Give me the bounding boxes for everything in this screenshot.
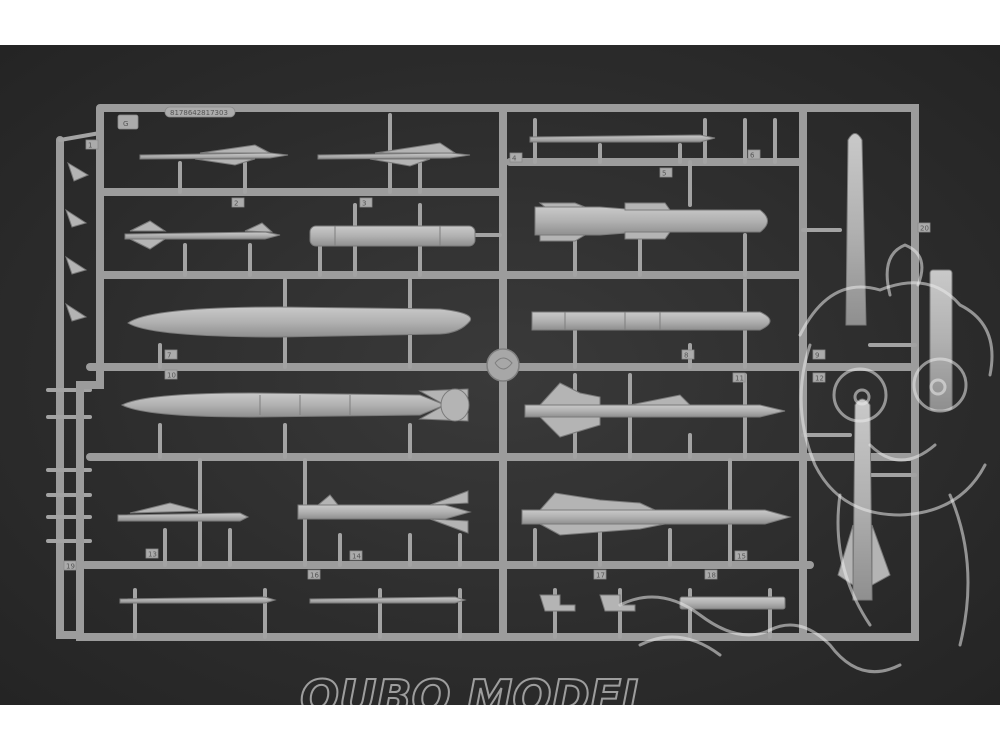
sprue-center-hub	[486, 348, 520, 382]
part-number-label: 11	[735, 375, 744, 383]
part-18-pylon	[679, 596, 786, 610]
part-number-label: 4	[512, 155, 517, 163]
sprue-outer-frame	[76, 104, 919, 641]
part-1-missile	[139, 144, 289, 166]
part-17-bracket	[539, 594, 636, 612]
part-3-missile	[529, 134, 716, 143]
back-sprue-small-parts	[46, 161, 92, 543]
part-5-fuel-pod	[309, 225, 476, 247]
part-number-label: 19	[66, 563, 75, 571]
part-number-label: 5	[662, 170, 666, 178]
part-drop-tank	[127, 306, 472, 338]
sprue-frame: 8178642817303 G	[46, 104, 994, 705]
part-number-label: 13	[148, 551, 157, 559]
part-number-label: 8	[684, 352, 688, 360]
mascot-watermark-icon	[618, 243, 994, 674]
part-10-bomb	[120, 388, 470, 422]
sprue-photo: 8178642817303 G	[0, 45, 1000, 705]
watermark-text: OUBO MODEL	[300, 670, 650, 705]
part-number-label: 6	[750, 152, 755, 160]
part-vertical-missile-bottom	[837, 398, 891, 601]
part-number-label: 16	[310, 572, 319, 580]
part-15-missile	[521, 492, 792, 536]
part-number-label: 10	[167, 372, 176, 380]
part-number-label: 17	[596, 572, 605, 580]
part-6-missile	[534, 202, 768, 242]
part-8-missile	[531, 311, 771, 331]
part-number-label: 7	[167, 352, 171, 360]
part-11-missile	[524, 382, 786, 438]
part-number-label: 9	[815, 352, 819, 360]
part-number-label: 14	[352, 553, 361, 561]
back-sprue-top	[58, 131, 102, 142]
part-4-missile	[124, 220, 281, 250]
part-13-rail	[117, 502, 250, 522]
part-16b-rail	[309, 596, 467, 604]
part-number-label: 1	[88, 142, 92, 150]
part-number-label: 12	[815, 375, 824, 383]
part-14-missile	[297, 490, 472, 534]
back-sprue-left	[56, 136, 84, 639]
svg-text:G: G	[123, 120, 128, 128]
part-number-label: 20	[920, 225, 929, 233]
part-number-label: 15	[737, 553, 746, 561]
part-number-label: 2	[234, 200, 238, 208]
part-16-rail	[119, 596, 277, 604]
part-2-missile	[317, 142, 471, 167]
sprue-code-tag: 8178642817303 G	[117, 106, 236, 130]
part-number-label: 18	[707, 572, 716, 580]
part-vertical-missile-top	[845, 133, 867, 326]
part-number-label: 3	[362, 200, 366, 208]
svg-text:8178642817303: 8178642817303	[170, 109, 228, 117]
